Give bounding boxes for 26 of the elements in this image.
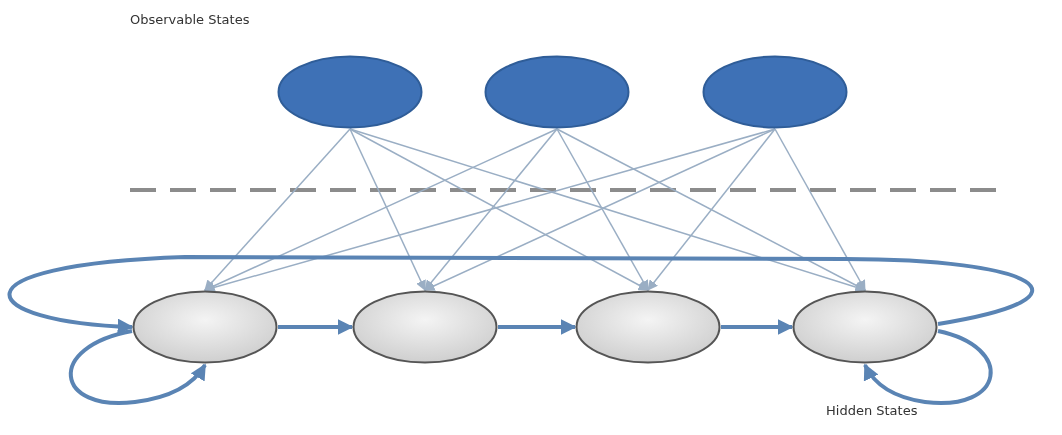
state-group-label: Hidden States (826, 403, 918, 418)
hidden-state-ellipse (132, 290, 278, 364)
state-group-label: Observable States (130, 12, 250, 27)
emission-arrow (204, 128, 558, 291)
hidden-state-ellipse (575, 290, 721, 364)
emission-arrow (204, 128, 351, 291)
observable-state-ellipse (702, 55, 848, 129)
transition-arrow (721, 319, 794, 335)
observable-state-ellipse (277, 55, 423, 129)
hidden-state-ellipse (352, 290, 498, 364)
transition-arrow (278, 319, 354, 335)
observable-state-ellipse (484, 55, 630, 129)
emission-arrow (774, 128, 866, 291)
transition-arrow (863, 329, 993, 405)
emission-arrow (349, 128, 866, 293)
emission-arrow (556, 128, 649, 291)
emission-arrow (349, 128, 426, 291)
emission-arrow (349, 128, 649, 291)
emission-arrow (424, 128, 558, 291)
emission-arrow (556, 128, 866, 291)
transition-arrow (8, 255, 1033, 335)
hidden-state-ellipse (792, 290, 938, 364)
emission-arrow (424, 128, 776, 291)
emission-arrow (647, 128, 776, 291)
transition-arrow (498, 319, 577, 335)
transition-arrow (69, 329, 207, 405)
